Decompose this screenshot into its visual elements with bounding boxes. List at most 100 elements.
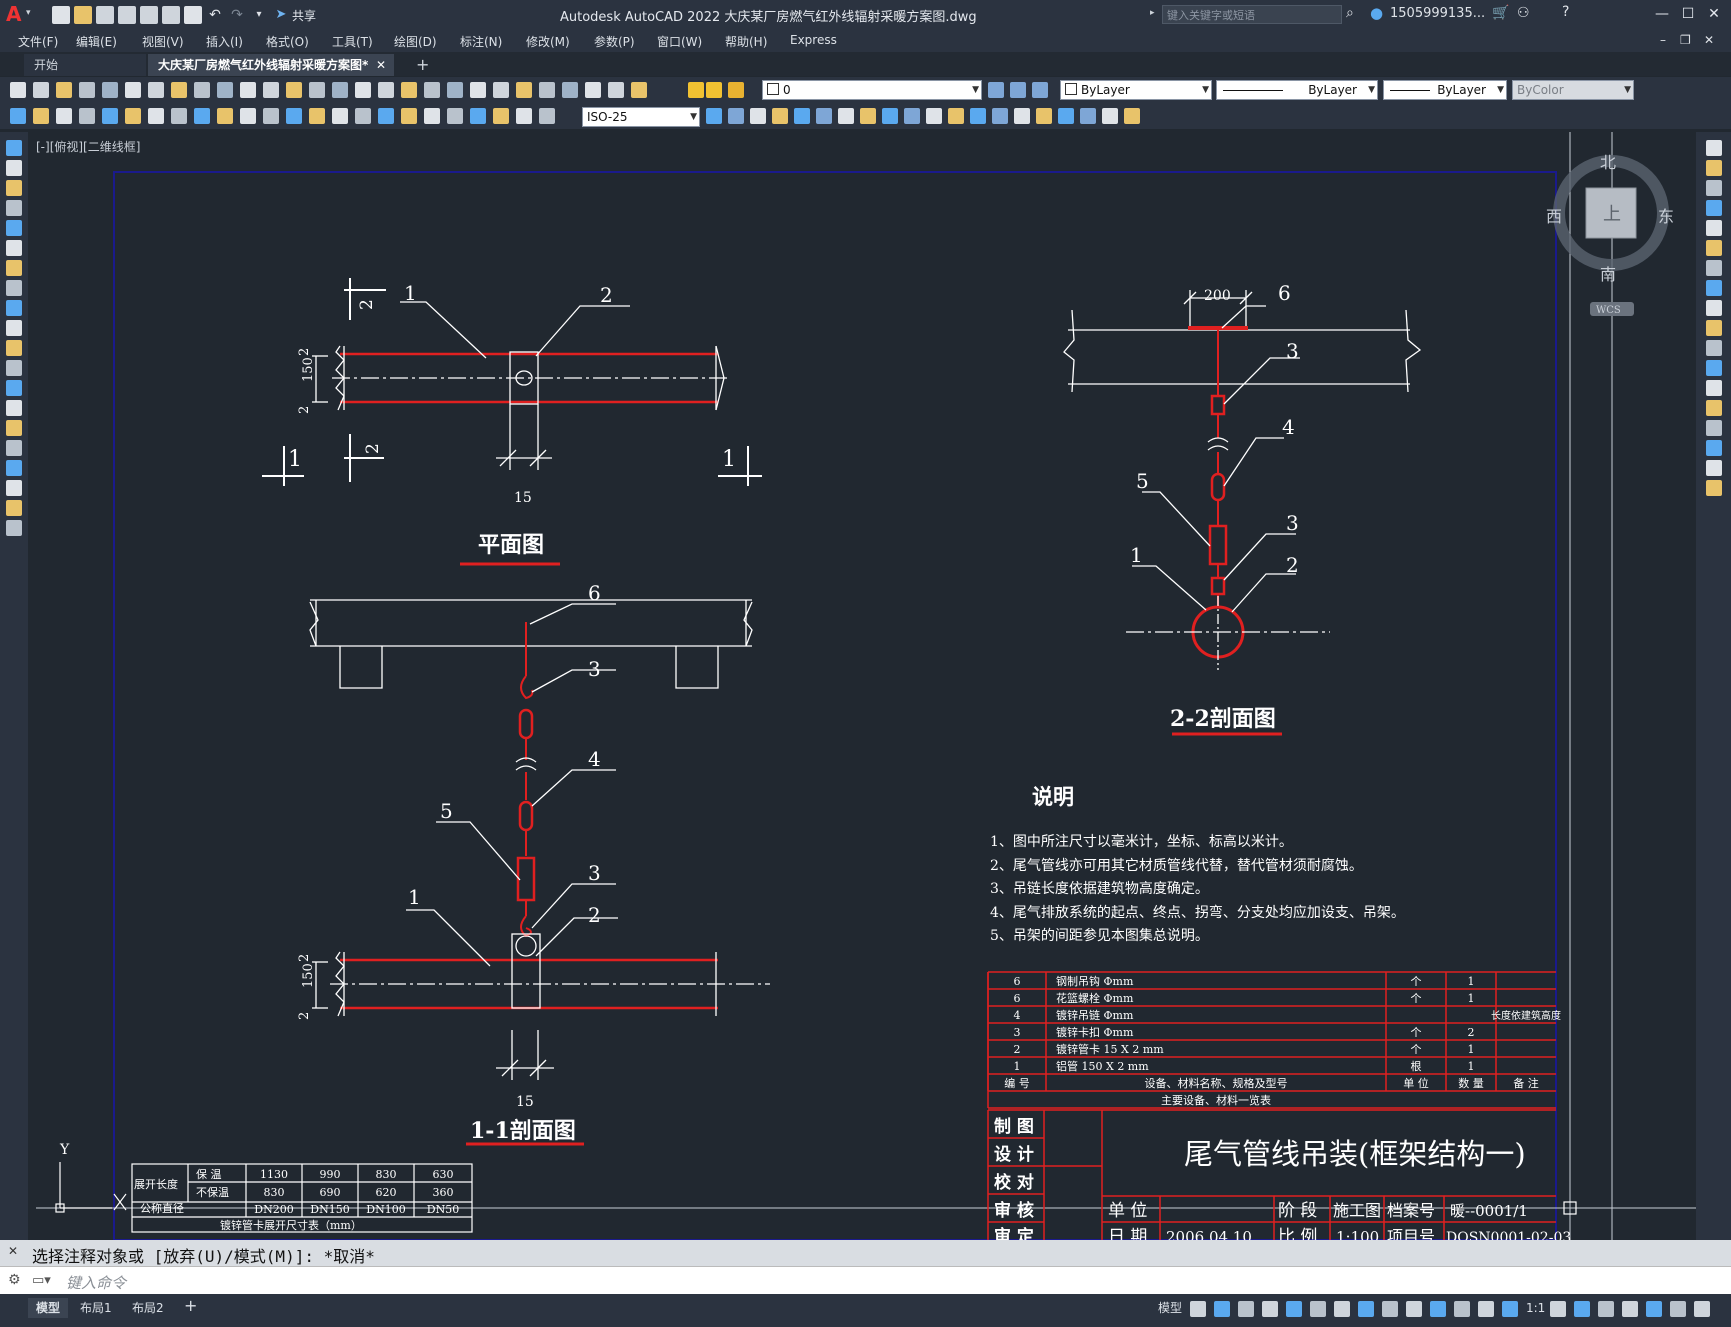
dim-tool-icon-23[interactable] xyxy=(516,108,532,124)
standard-tool-icon-7[interactable] xyxy=(148,82,164,98)
modify-tool-icon-17[interactable] xyxy=(1058,108,1074,124)
recent-commands-icon[interactable]: ▭▾ xyxy=(32,1273,51,1288)
menu-parametric[interactable]: 参数(P) xyxy=(594,35,635,49)
draw-tool-icon-13[interactable] xyxy=(6,380,22,396)
new-icon[interactable] xyxy=(52,6,70,24)
menu-window[interactable]: 窗口(W) xyxy=(657,35,703,49)
status-toggle-icon-9[interactable] xyxy=(1382,1301,1398,1317)
draw-tool-icon-6[interactable] xyxy=(6,240,22,256)
undo-icon[interactable]: ↶ xyxy=(209,7,221,23)
draw-tool-icon-17[interactable] xyxy=(6,460,22,476)
layout-tab-model[interactable]: 模型 xyxy=(28,1298,69,1318)
standard-tool-icon-13[interactable] xyxy=(286,82,302,98)
status-toggle-icon-7[interactable] xyxy=(1334,1301,1350,1317)
standard-tool-icon-12[interactable] xyxy=(263,82,279,98)
modify-palette-icon-1[interactable] xyxy=(1706,140,1722,156)
autodesk-app-icon[interactable]: ⚇ xyxy=(1517,5,1530,21)
annotation-scale[interactable]: 1:1 xyxy=(1526,1301,1546,1315)
dim-tool-icon-12[interactable] xyxy=(263,108,279,124)
command-close-icon[interactable]: ✕ xyxy=(8,1244,19,1258)
color-dropdown[interactable]: ByLayer▼ xyxy=(1060,80,1212,100)
dim-tool-icon-9[interactable] xyxy=(194,108,210,124)
modify-tool-icon-8[interactable] xyxy=(860,108,876,124)
dim-tool-icon-4[interactable] xyxy=(79,108,95,124)
draw-tool-icon-2[interactable] xyxy=(6,160,22,176)
modify-palette-icon-12[interactable] xyxy=(1706,360,1722,376)
draw-tool-icon-19[interactable] xyxy=(6,500,22,516)
modify-tool-icon-19[interactable] xyxy=(1102,108,1118,124)
tab-start[interactable]: 开始 xyxy=(24,54,146,76)
new-tab-button[interactable]: + xyxy=(416,55,430,74)
modify-palette-icon-18[interactable] xyxy=(1706,480,1722,496)
dim-tool-icon-20[interactable] xyxy=(447,108,463,124)
modify-tool-icon-20[interactable] xyxy=(1124,108,1140,124)
status-toggle-icon-19[interactable] xyxy=(1622,1301,1638,1317)
standard-tool-icon-9[interactable] xyxy=(194,82,210,98)
wcs-button[interactable] xyxy=(1590,302,1634,316)
user-name[interactable]: 1505999135... xyxy=(1390,6,1486,21)
modify-tool-icon-3[interactable] xyxy=(750,108,766,124)
viewcube-north[interactable]: 北 xyxy=(1600,153,1616,172)
dim-tool-icon-3[interactable] xyxy=(56,108,72,124)
user-icon[interactable]: ● xyxy=(1370,4,1384,22)
modify-palette-icon-3[interactable] xyxy=(1706,180,1722,196)
standard-tool-icon-1[interactable] xyxy=(10,82,26,98)
status-toggle-icon-18[interactable] xyxy=(1598,1301,1614,1317)
status-toggle-icon-17[interactable] xyxy=(1574,1301,1590,1317)
draw-tool-icon-9[interactable] xyxy=(6,300,22,316)
help-icon[interactable]: ? xyxy=(1562,4,1570,20)
customize-icon[interactable]: ⚙ xyxy=(8,1272,21,1288)
status-toggle-icon-16[interactable] xyxy=(1550,1301,1566,1317)
standard-tool-icon-19[interactable] xyxy=(424,82,440,98)
modify-palette-icon-6[interactable] xyxy=(1706,240,1722,256)
modify-palette-icon-8[interactable] xyxy=(1706,280,1722,296)
status-toggle-icon-1[interactable] xyxy=(1190,1301,1206,1317)
dim-tool-icon-24[interactable] xyxy=(539,108,555,124)
standard-tool-icon-23[interactable] xyxy=(516,82,532,98)
doc-minimize-icon[interactable]: – xyxy=(1660,33,1666,47)
status-toggle-icon-8[interactable] xyxy=(1358,1301,1374,1317)
standard-tool-icon-11[interactable] xyxy=(240,82,256,98)
status-toggle-icon-2[interactable] xyxy=(1214,1301,1230,1317)
dim-tool-icon-5[interactable] xyxy=(102,108,118,124)
save-icon[interactable] xyxy=(96,6,114,24)
dim-tool-icon-14[interactable] xyxy=(309,108,325,124)
standard-tool-icon-22[interactable] xyxy=(493,82,509,98)
dimstyle-dropdown[interactable]: ISO-25▼ xyxy=(582,107,700,127)
share-icon[interactable]: ➤ xyxy=(275,7,287,22)
dim-tool-icon-8[interactable] xyxy=(171,108,187,124)
viewcube-west[interactable]: 西 xyxy=(1546,207,1562,226)
menu-file[interactable]: 文件(F) xyxy=(18,35,59,49)
status-toggle-icon-20[interactable] xyxy=(1646,1301,1662,1317)
modify-palette-icon-13[interactable] xyxy=(1706,380,1722,396)
search-expand-icon[interactable]: ▸ xyxy=(1150,8,1155,18)
menu-help[interactable]: 帮助(H) xyxy=(725,35,768,49)
standard-tool-icon-5[interactable] xyxy=(102,82,118,98)
autocad-logo-icon[interactable]: A xyxy=(6,2,22,26)
command-line[interactable]: ⚙ ▭▾ 键入命令 xyxy=(0,1266,1731,1295)
standard-tool-icon-15[interactable] xyxy=(332,82,348,98)
modify-tool-icon-10[interactable] xyxy=(904,108,920,124)
minimize-button[interactable]: — xyxy=(1655,6,1669,22)
maximize-button[interactable]: ☐ xyxy=(1681,6,1695,22)
draw-tool-icon-7[interactable] xyxy=(6,260,22,276)
redo-icon[interactable]: ↷ xyxy=(231,7,243,23)
dim-tool-icon-11[interactable] xyxy=(240,108,256,124)
viewcube[interactable] xyxy=(1553,155,1669,271)
share-label[interactable]: 共享 xyxy=(292,8,317,23)
model-space-toggle[interactable]: 模型 xyxy=(1158,1301,1183,1315)
modify-tool-icon-11[interactable] xyxy=(926,108,942,124)
standard-tool-icon-27[interactable] xyxy=(608,82,624,98)
previous-layer-icon[interactable] xyxy=(1032,82,1048,98)
status-toggle-icon-21[interactable] xyxy=(1670,1301,1686,1317)
modify-tool-icon-5[interactable] xyxy=(794,108,810,124)
draw-tool-icon-20[interactable] xyxy=(6,520,22,536)
lineweight-dropdown[interactable]: ByLayer▼ xyxy=(1383,80,1507,100)
standard-tool-icon-26[interactable] xyxy=(585,82,601,98)
standard-tool-icon-28[interactable] xyxy=(631,82,647,98)
draw-tool-icon-14[interactable] xyxy=(6,400,22,416)
modify-tool-icon-1[interactable] xyxy=(706,108,722,124)
standard-tool-icon-18[interactable] xyxy=(401,82,417,98)
plotstyle-dropdown[interactable]: ByColor▼ xyxy=(1512,80,1634,100)
draw-tool-icon-15[interactable] xyxy=(6,420,22,436)
